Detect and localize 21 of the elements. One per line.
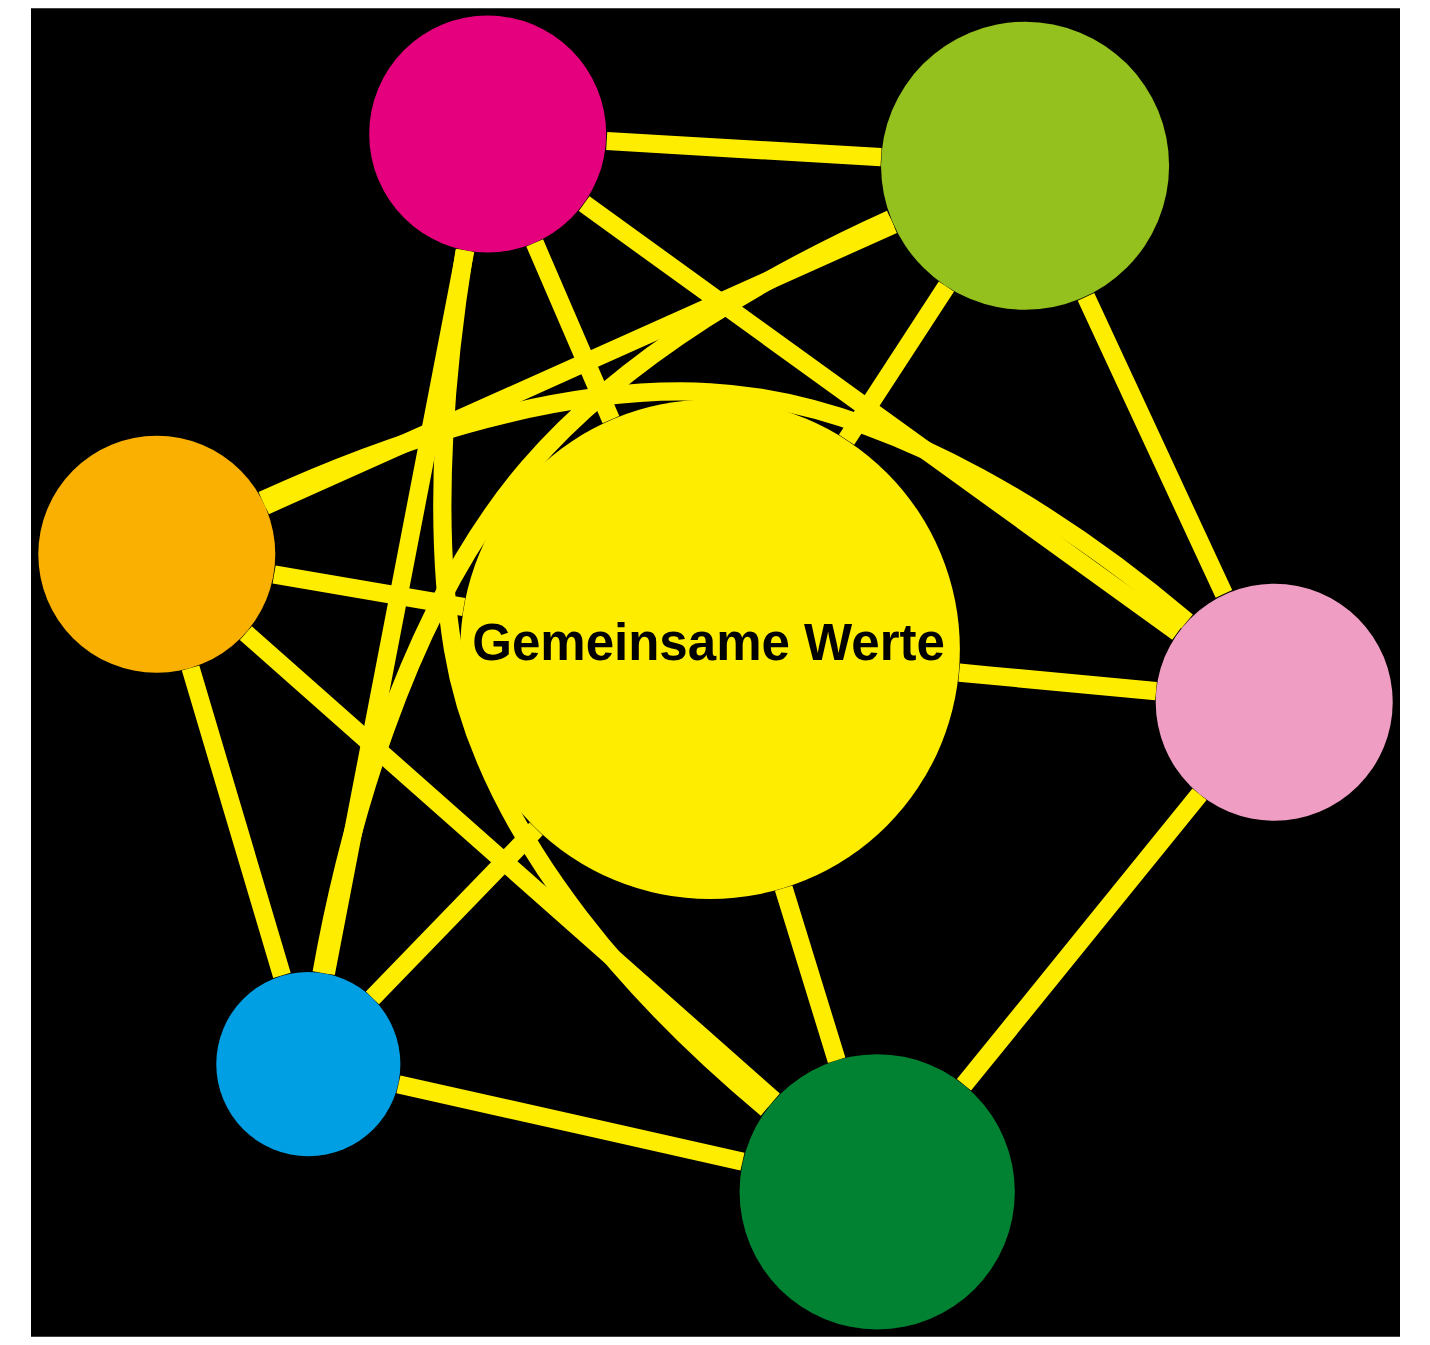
- node-circle: [37, 435, 275, 673]
- connector: [605, 131, 882, 167]
- node-circle: [739, 1054, 1015, 1330]
- connector: [774, 885, 845, 1063]
- connector: [181, 665, 291, 978]
- node-circle: [880, 21, 1169, 310]
- node-circle: [368, 15, 606, 253]
- connector: [432, 249, 773, 1116]
- node-circle: [1155, 583, 1393, 821]
- connector: [395, 1075, 744, 1171]
- node-circle: Gemeinsame Werte: [459, 399, 960, 900]
- connector: [258, 382, 1193, 629]
- connector: [1077, 293, 1232, 598]
- connector: [838, 281, 954, 445]
- connector: [272, 565, 465, 616]
- connector: [365, 822, 543, 1005]
- node-circle: [215, 972, 400, 1157]
- connector: [578, 196, 1183, 640]
- connector: [957, 663, 1157, 701]
- connector: [956, 788, 1207, 1091]
- connector: [525, 239, 619, 424]
